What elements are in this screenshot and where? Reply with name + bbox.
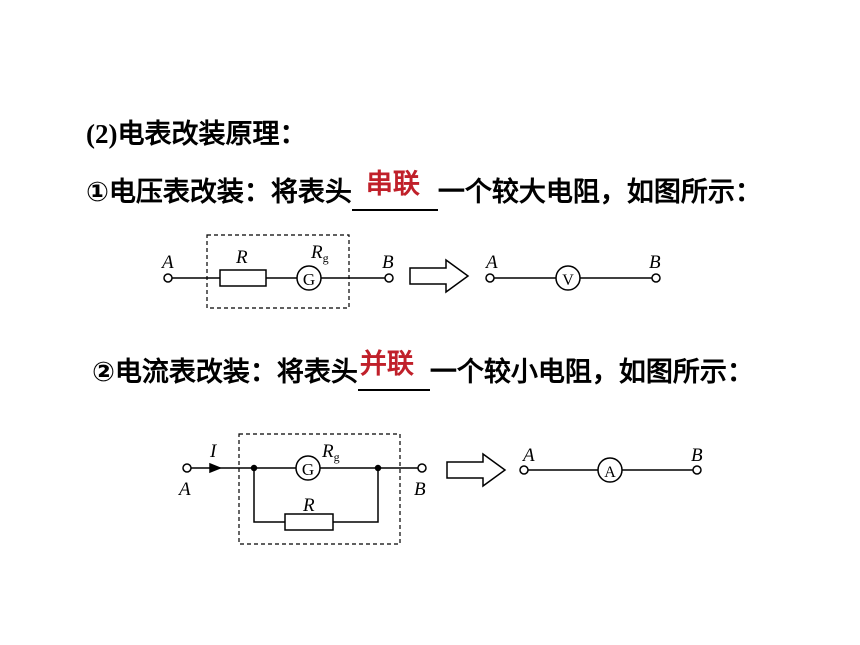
answer-parallel: 并联: [359, 349, 414, 380]
label-r: R: [302, 495, 315, 516]
conversion-arrow: [446, 452, 507, 488]
current-arrow: [209, 462, 223, 474]
galvanometer-letter: G: [302, 460, 314, 479]
terminal-b: [692, 465, 702, 475]
terminal-a: [519, 465, 529, 475]
voltmeter-conversion-circuit: [163, 234, 661, 309]
label-r: R: [235, 247, 248, 268]
label-a: A: [160, 252, 174, 273]
voltmeter-letter: V: [562, 272, 574, 289]
ammeter-conversion-line: ②电流表改装：将表头并联一个较小电阻，如图所示：: [92, 349, 754, 391]
answer-blank-2: 并联: [357, 349, 430, 391]
ammeter-circuit-labels: I A Rg G R B A A B: [177, 441, 703, 516]
voltmeter-suffix: 一个较大电阻，如图所示：: [437, 177, 762, 208]
section-heading: (2)电表改装原理：: [86, 112, 306, 151]
galvanometer-letter: G: [303, 270, 315, 289]
voltmeter-conversion-line: ①电压表改装：将表头串联一个较大电阻，如图所示：: [86, 169, 762, 211]
label-b: B: [414, 479, 426, 500]
result-label-b: B: [649, 252, 661, 273]
section-title: 电表改装原理：: [117, 119, 307, 150]
answer-series: 串联: [365, 169, 420, 200]
label-rg: Rg: [321, 441, 340, 464]
item-marker-2: ②: [92, 357, 115, 388]
ammeter-conversion-circuit: [182, 433, 702, 545]
result-label-a: A: [484, 252, 498, 273]
terminal-a: [163, 273, 173, 283]
dashed-enclosure: [238, 433, 401, 545]
terminal-a: [182, 463, 192, 473]
label-a: A: [177, 479, 191, 500]
item-marker-1: ①: [86, 177, 109, 208]
voltmeter-circuit-labels: A R Rg G B A V B: [160, 242, 661, 289]
terminal-b: [417, 463, 427, 473]
ammeter-suffix: 一个较小电阻，如图所示：: [429, 357, 754, 388]
result-label-b: B: [691, 445, 703, 466]
terminal-b: [384, 273, 394, 283]
voltmeter-prefix: 电压表改装：将表头: [108, 177, 352, 208]
wire: [333, 468, 379, 523]
conversion-arrow: [409, 258, 470, 294]
result-label-a: A: [521, 445, 535, 466]
terminal-a: [485, 273, 495, 283]
section-number: (2): [86, 119, 118, 149]
label-rg: Rg: [310, 242, 329, 265]
dashed-enclosure: [206, 234, 350, 309]
resistor-r: [219, 269, 267, 287]
ammeter-letter: A: [604, 464, 616, 481]
label-b: B: [382, 252, 394, 273]
shunt-resistor-r: [284, 513, 334, 531]
wire: [253, 468, 285, 523]
label-i: I: [209, 441, 218, 462]
terminal-b: [651, 273, 661, 283]
answer-blank-1: 串联: [351, 169, 438, 211]
ammeter-prefix: 电流表改装：将表头: [114, 357, 358, 388]
